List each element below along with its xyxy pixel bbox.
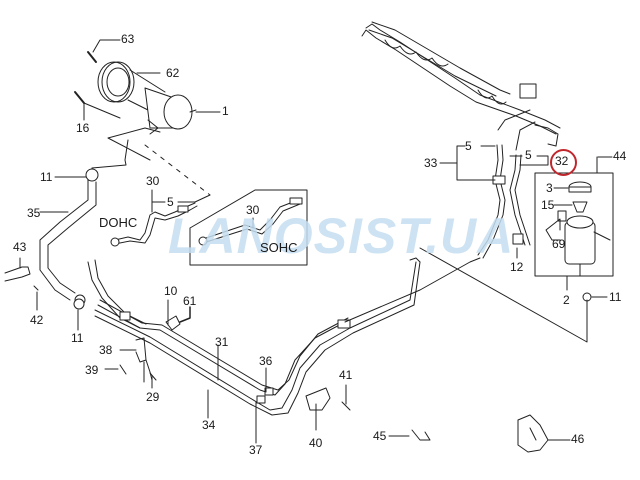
leader-11c xyxy=(419,247,608,343)
part-label-35[interactable]: 35 xyxy=(27,206,41,220)
bolt-63-icon xyxy=(87,51,97,63)
part-label-40[interactable]: 40 xyxy=(309,436,323,450)
clamp-11b-icon xyxy=(73,298,85,310)
part-label-32[interactable]: 32 xyxy=(555,154,569,168)
part-label-5a[interactable]: 5 xyxy=(465,139,472,153)
part-label-15[interactable]: 15 xyxy=(541,198,555,212)
part-label-43[interactable]: 43 xyxy=(13,240,27,254)
part-label-2[interactable]: 2 xyxy=(563,293,570,307)
part-label-12[interactable]: 12 xyxy=(510,260,524,274)
part-label-61[interactable]: 61 xyxy=(183,294,197,308)
leader-33 xyxy=(439,145,496,181)
pipe-30-dohc-icon xyxy=(110,202,198,247)
pump-icon xyxy=(97,61,197,135)
part-label-11[interactable]: 11 xyxy=(40,170,53,184)
part-label-36[interactable]: 36 xyxy=(259,354,273,368)
part-label-63[interactable]: 63 xyxy=(121,32,135,46)
part-label-1[interactable]: 1 xyxy=(222,104,229,118)
watermark: LANOSIST.UA xyxy=(168,208,515,264)
leader-63 xyxy=(92,39,121,53)
part-label-5b[interactable]: 5 xyxy=(525,148,532,162)
part-label-11c[interactable]: 11 xyxy=(609,290,622,304)
bolt-44-icon xyxy=(596,156,604,174)
part-label-31[interactable]: 31 xyxy=(215,335,229,349)
part-label-39[interactable]: 39 xyxy=(85,363,99,377)
part-label-10[interactable]: 10 xyxy=(164,284,178,298)
part-label-33[interactable]: 33 xyxy=(424,156,438,170)
part-label-11b[interactable]: 11 xyxy=(71,331,84,345)
sohc-inset xyxy=(189,189,308,266)
part-label-44[interactable]: 44 xyxy=(613,149,627,163)
part-label-46[interactable]: 46 xyxy=(571,432,585,446)
part-label-38[interactable]: 38 xyxy=(99,343,113,357)
variant-label-dohc: DOHC xyxy=(99,215,138,230)
steering-gear-icon xyxy=(361,21,561,147)
pipe-33-icon xyxy=(477,109,536,259)
part-label-30-sohc[interactable]: 30 xyxy=(246,203,260,217)
bolt-61-icon xyxy=(179,306,191,323)
pipe-bundle-icon xyxy=(87,257,481,416)
clip-39-icon xyxy=(104,364,127,375)
bolt-29-icon xyxy=(149,372,157,389)
clip-10-icon xyxy=(165,299,181,331)
highlight-circle xyxy=(550,149,577,176)
variant-label-sohc: SOHC xyxy=(260,240,298,255)
part-label-42[interactable]: 42 xyxy=(30,313,44,327)
hose-35-icon xyxy=(39,168,99,306)
part-label-30-dohc[interactable]: 30 xyxy=(146,174,160,188)
part-label-41[interactable]: 41 xyxy=(339,368,353,382)
bolt-41-icon xyxy=(341,384,351,411)
leader-16 xyxy=(83,102,121,121)
part-label-62[interactable]: 62 xyxy=(166,66,180,80)
bracket-43-icon xyxy=(4,261,39,291)
part-label-16[interactable]: 16 xyxy=(76,121,90,135)
part-label-3[interactable]: 3 xyxy=(546,181,553,195)
bracket-40-icon xyxy=(305,387,331,431)
part-label-29[interactable]: 29 xyxy=(146,390,160,404)
part-label-34[interactable]: 34 xyxy=(202,418,216,432)
part-label-5-dohc[interactable]: 5 xyxy=(167,195,174,209)
reservoir-box xyxy=(534,172,614,277)
bracket-38-icon xyxy=(119,337,153,383)
part-label-37[interactable]: 37 xyxy=(249,443,263,457)
leader-69 xyxy=(545,218,561,241)
bolt-16-icon xyxy=(74,91,85,104)
clip-45-icon xyxy=(388,429,431,441)
clip-46-icon xyxy=(517,414,571,453)
part-label-69[interactable]: 69 xyxy=(552,237,566,251)
part-label-45[interactable]: 45 xyxy=(373,429,387,443)
leader-5 xyxy=(509,155,549,166)
